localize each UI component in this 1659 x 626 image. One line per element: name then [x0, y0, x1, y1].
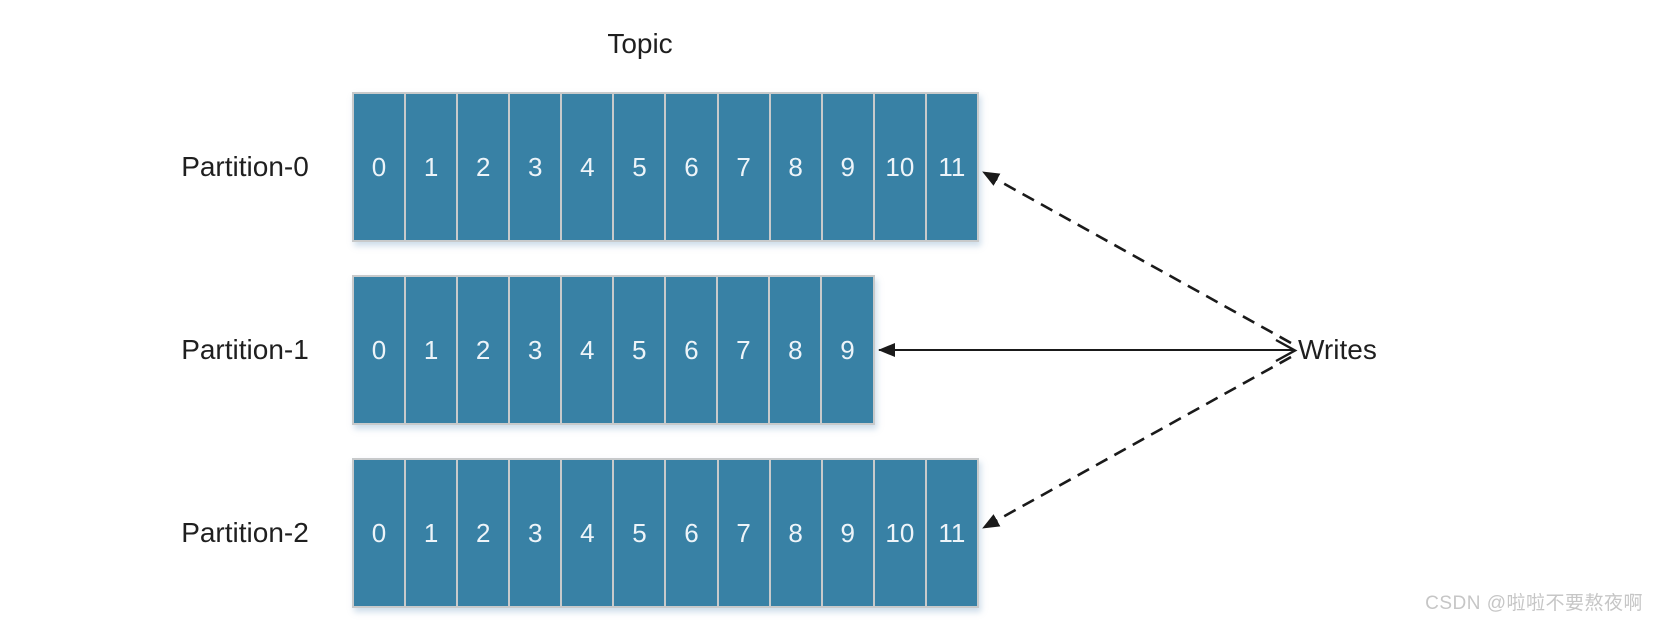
offset-cell: 5 — [614, 460, 667, 606]
offset-cell: 6 — [666, 277, 719, 423]
offset-cell: 3 — [510, 460, 563, 606]
offset-cell: 2 — [458, 277, 511, 423]
offset-cell: 9 — [822, 277, 873, 423]
offset-cell: 11 — [926, 94, 977, 240]
offset-cell: 9 — [822, 460, 875, 606]
offset-cell: 11 — [926, 460, 977, 606]
offset-cell: 8 — [770, 277, 823, 423]
offset-cell: 4 — [562, 460, 615, 606]
offset-cell: 2 — [458, 460, 511, 606]
offset-cell: 10 — [874, 94, 927, 240]
csdn-watermark: CSDN @啦啦不要熬夜啊 — [1425, 593, 1643, 614]
offset-cell: 8 — [770, 94, 823, 240]
offset-cell: 2 — [458, 94, 511, 240]
writes-label: Writes — [1298, 334, 1377, 365]
offset-cell: 3 — [510, 94, 563, 240]
offset-cell: 0 — [354, 277, 407, 423]
topic-title: Topic — [607, 28, 673, 59]
offset-cell: 6 — [666, 460, 719, 606]
offset-cell: 4 — [562, 94, 615, 240]
offset-cell: 0 — [354, 460, 407, 606]
offset-cell: 6 — [666, 94, 719, 240]
offset-cell: 0 — [354, 94, 407, 240]
partition-label: Partition-2 — [181, 517, 309, 548]
offset-cell: 8 — [770, 460, 823, 606]
offset-cell: 1 — [406, 460, 459, 606]
partition-label: Partition-0 — [181, 151, 309, 182]
offset-cell: 7 — [718, 94, 771, 240]
offset-cell: 5 — [614, 94, 667, 240]
offset-cell: 3 — [510, 277, 563, 423]
partition-label: Partition-1 — [181, 334, 309, 365]
offset-cell: 1 — [406, 277, 459, 423]
offset-cell: 10 — [874, 460, 927, 606]
offset-cell: 5 — [614, 277, 667, 423]
offset-cell: 9 — [822, 94, 875, 240]
offset-cell: 4 — [562, 277, 615, 423]
offset-cell: 7 — [718, 460, 771, 606]
offset-cell: 1 — [406, 94, 459, 240]
offset-cell: 7 — [718, 277, 771, 423]
